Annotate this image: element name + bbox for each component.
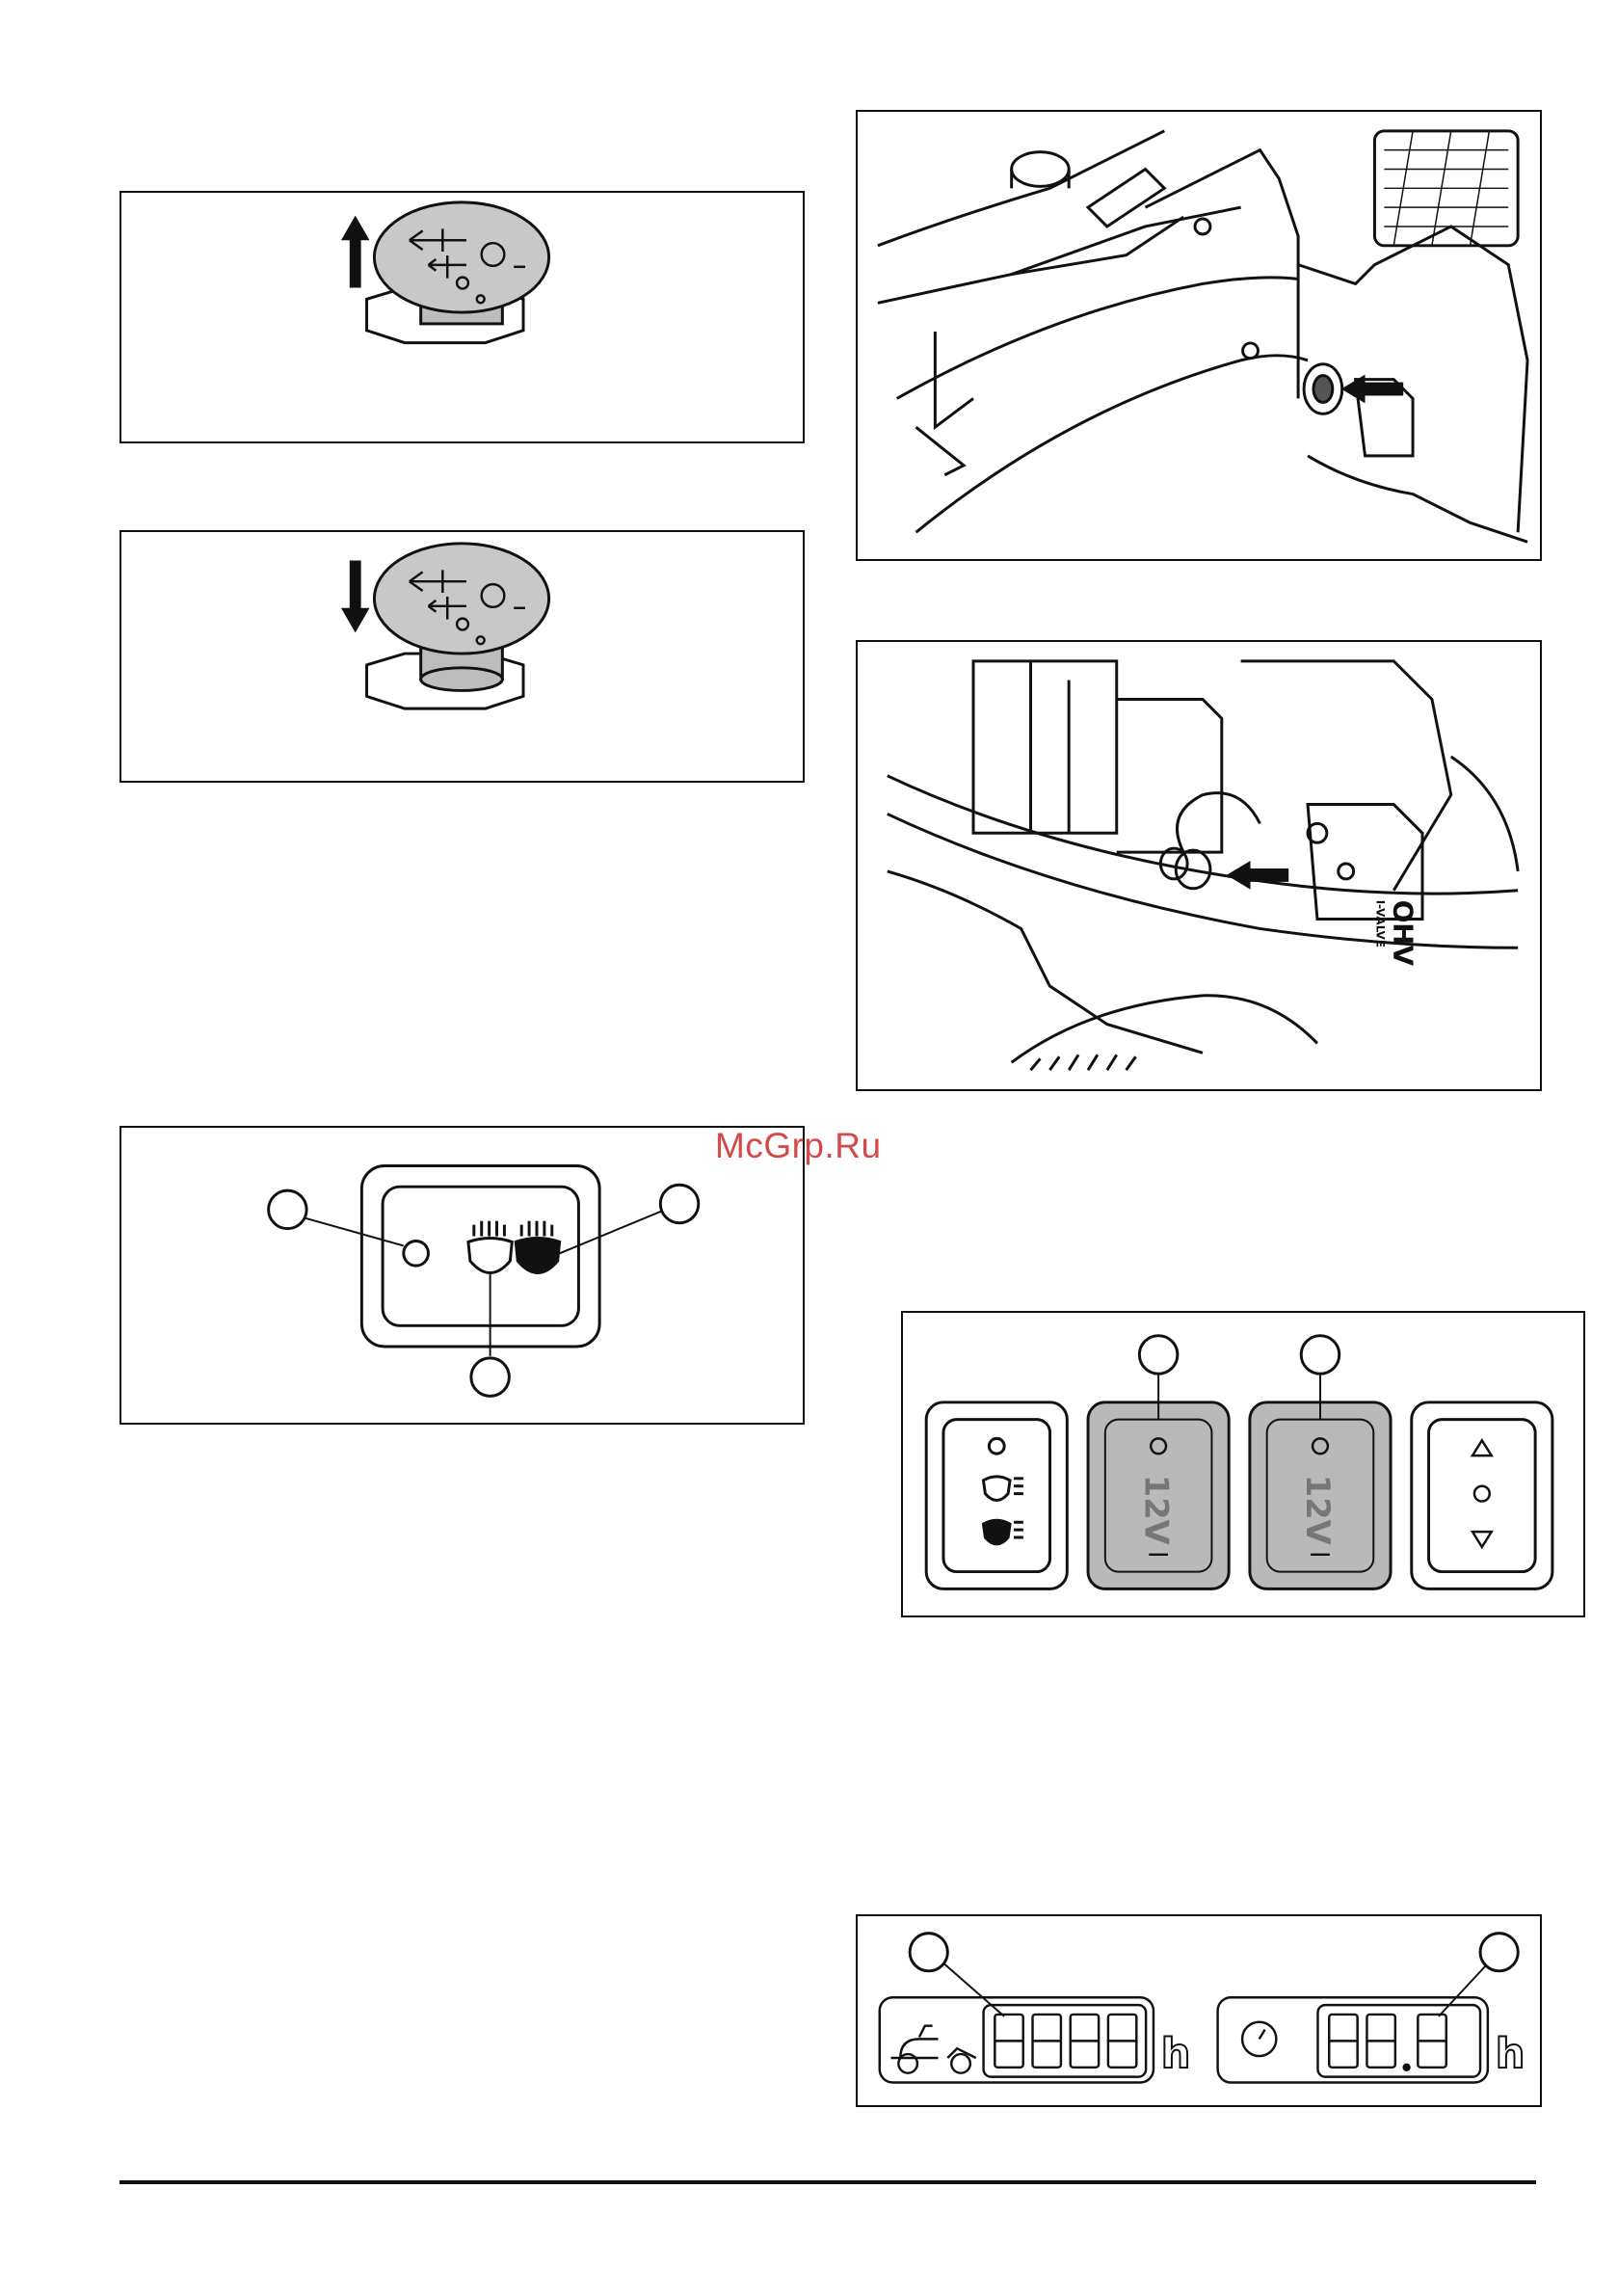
hour-meter-illustration: h h	[858, 1916, 1540, 2105]
watermark-logo: McGrp.Ru	[715, 1126, 882, 1166]
footer-rule	[119, 2180, 1536, 2184]
arrow-down-icon	[341, 561, 370, 633]
figure-dashboard-switches: 12V 12V	[901, 1311, 1585, 1617]
callout-3	[471, 1358, 509, 1396]
arrow-up-icon	[341, 216, 370, 288]
figure-knob-pull-up	[119, 191, 805, 443]
digits-left	[995, 2015, 1136, 2068]
figure-battery-connector: OHV I-VALVE	[856, 640, 1542, 1091]
fuel-valve-illustration	[858, 112, 1540, 559]
figure-knob-push-down	[119, 530, 805, 783]
battery-connector-illustration: OHV I-VALVE	[858, 642, 1540, 1089]
callout-2	[660, 1185, 698, 1222]
callout-1	[910, 1934, 947, 1971]
ivalve-badge: I-VALVE	[1373, 900, 1387, 948]
knob-push-down-illustration	[121, 532, 803, 781]
socket-2: 12V	[1250, 1402, 1391, 1589]
socket-1-label: 12V	[1137, 1475, 1175, 1545]
socket-1: 12V	[1088, 1402, 1229, 1589]
figure-fuel-valve	[856, 110, 1542, 561]
figure-headlight-switch	[119, 1126, 805, 1425]
digits-right	[1329, 2015, 1446, 2070]
hour-unit-right: h	[1496, 2030, 1525, 2078]
headlight-switch-illustration	[121, 1128, 803, 1423]
figure-hour-meter: h h	[856, 1914, 1542, 2107]
socket-2-label: 12V	[1299, 1475, 1337, 1545]
dashboard-switches-illustration: 12V 12V	[903, 1313, 1583, 1615]
knob-pull-up-illustration	[121, 193, 803, 441]
callout-1	[269, 1190, 306, 1228]
arrow-left-icon	[1227, 861, 1288, 890]
callout-2	[1301, 1336, 1339, 1374]
hour-unit-left: h	[1161, 2030, 1191, 2078]
ohv-badge: OHV	[1387, 900, 1419, 967]
callout-2	[1480, 1934, 1518, 1971]
callout-1	[1139, 1336, 1177, 1374]
